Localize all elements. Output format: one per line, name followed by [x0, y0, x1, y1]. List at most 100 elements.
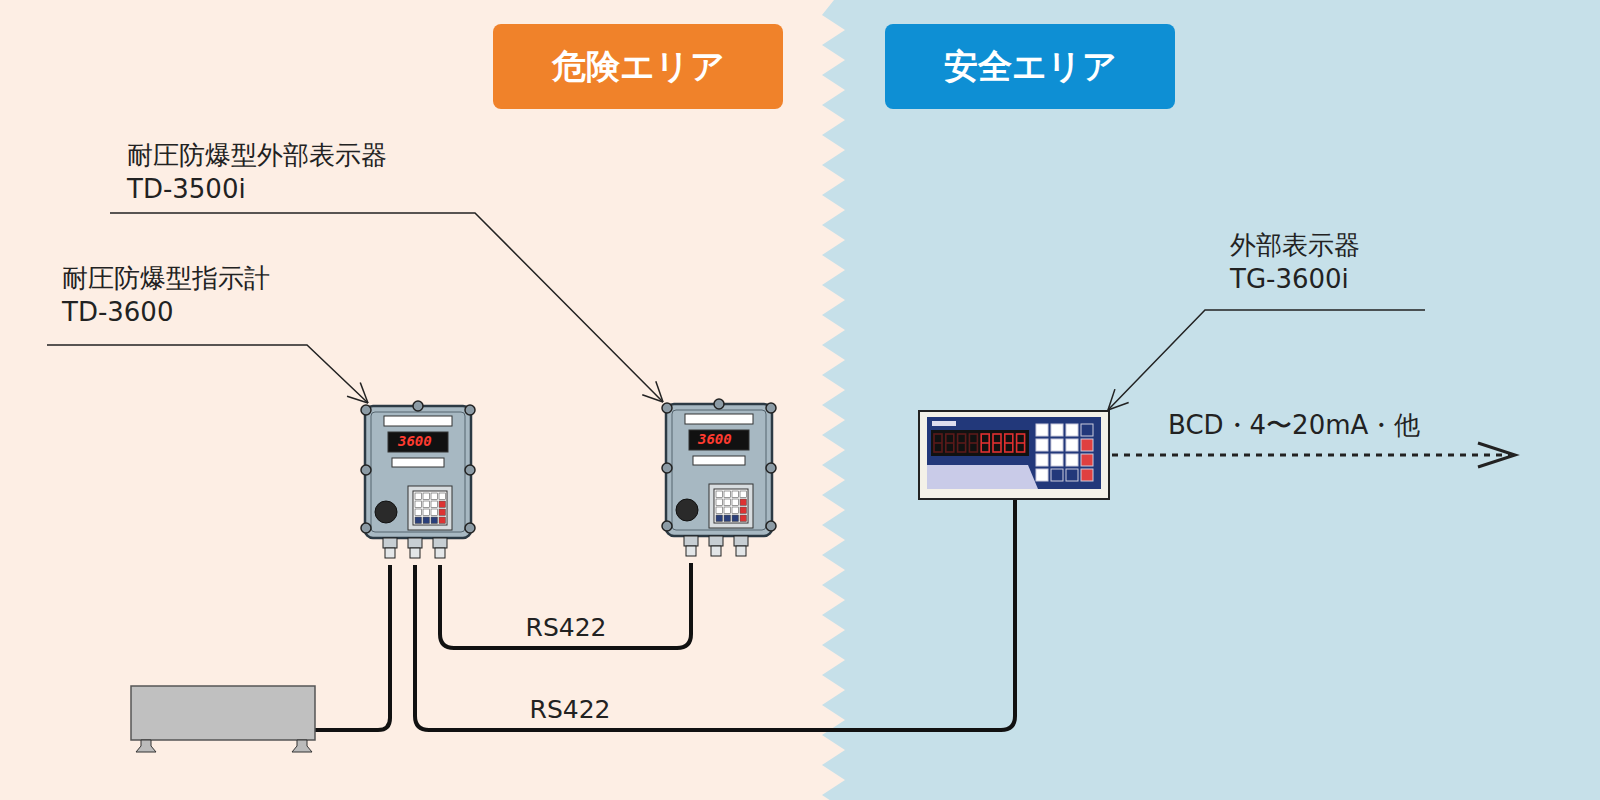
- device-part: [365, 406, 471, 538]
- device-part: [969, 442, 977, 444]
- weighing-scale: [131, 565, 390, 752]
- device-part: [465, 405, 475, 415]
- device-part: [361, 523, 371, 533]
- device-part: [433, 538, 447, 548]
- leader-lines: [47, 213, 1425, 410]
- device-part: [946, 434, 954, 452]
- device-part: [439, 493, 446, 500]
- device-part: [423, 509, 430, 516]
- device-part: [766, 463, 776, 473]
- display-digits: 3600: [398, 433, 432, 449]
- device-part: [423, 517, 430, 524]
- device-part: [439, 501, 446, 508]
- device-part: [384, 416, 452, 426]
- device-part: [734, 536, 748, 546]
- device-part: [423, 501, 430, 508]
- device-part: [932, 421, 956, 426]
- arrow-head: [1478, 443, 1515, 467]
- device-part: [732, 491, 739, 498]
- device-part: [993, 442, 1001, 444]
- leader-line: [1108, 310, 1425, 410]
- device-part: [1036, 469, 1048, 481]
- device-part: [927, 465, 1038, 489]
- device-part: [766, 403, 776, 413]
- device-part: [413, 491, 447, 525]
- dashed-line: [1112, 454, 1510, 457]
- device-part: [662, 463, 672, 473]
- display-digits: 3600: [698, 431, 732, 447]
- display-td3500i: 耐圧防爆型外部表示器 TD-3500i: [659, 398, 779, 563]
- device-part: [1005, 434, 1013, 452]
- device-part: [672, 410, 766, 530]
- scale-cable: [315, 565, 390, 730]
- device-part: [716, 515, 723, 522]
- device-part: [1081, 469, 1093, 481]
- callout-text: 耐圧防爆型外部表示器 TD-3500i: [127, 138, 403, 206]
- device-part: [415, 509, 422, 516]
- device-part: [766, 521, 776, 531]
- device-part: [1081, 439, 1093, 451]
- device-part: [439, 509, 446, 516]
- device-part: [685, 414, 753, 424]
- device-part: [724, 491, 731, 498]
- device-part: [385, 548, 395, 558]
- leader-arrow: [642, 395, 663, 402]
- device-part: [1005, 442, 1013, 444]
- leader-arrow: [656, 381, 663, 402]
- danger-area-tag: 危険エリア: [493, 24, 783, 109]
- device-part: [981, 442, 989, 444]
- device-part: [388, 432, 448, 452]
- device-part: [686, 546, 696, 556]
- device-part: [1081, 424, 1093, 436]
- device-part: [1036, 424, 1048, 436]
- device-part: [392, 458, 444, 467]
- display-tg3600i: 外部表示器 TG-3600i: [918, 410, 1110, 500]
- device-part: [732, 515, 739, 522]
- device-part: [1051, 454, 1063, 466]
- device-part: [413, 401, 423, 411]
- device-part: [958, 434, 966, 452]
- device-part: [431, 509, 438, 516]
- device-part: [946, 442, 954, 444]
- device-part: [435, 548, 445, 558]
- device-part: [934, 442, 942, 444]
- output-signal-label: BCD・4〜20mA・他: [1168, 408, 1420, 443]
- output-arrow: [1112, 443, 1515, 467]
- device-part: [714, 489, 748, 523]
- device-part: [709, 484, 753, 528]
- device-part: [740, 491, 747, 498]
- scale-foot: [292, 740, 312, 752]
- device-part: [724, 515, 731, 522]
- device-part: [693, 456, 745, 465]
- edge-label: RS422: [527, 695, 614, 724]
- safe-area-ground: [822, 0, 1600, 800]
- device-part: [993, 434, 1001, 452]
- device-part: [423, 493, 430, 500]
- device-part: [1036, 439, 1048, 451]
- device-drawing: [659, 398, 779, 563]
- device-part: [981, 434, 989, 452]
- device-part: [439, 517, 446, 524]
- device-part: [714, 399, 724, 409]
- device-part: [1017, 442, 1025, 444]
- device-part: [415, 501, 422, 508]
- device-part: [716, 507, 723, 514]
- area-title: 危険エリア: [552, 44, 725, 90]
- device-part: [724, 499, 731, 506]
- device-part: [408, 486, 452, 530]
- area-title: 安全エリア: [944, 44, 1117, 90]
- device-part: [732, 507, 739, 514]
- callout-text: 外部表示器 TG-3600i: [1230, 228, 1386, 296]
- device-part: [740, 515, 747, 522]
- device-part: [415, 493, 422, 500]
- leader-arrow: [347, 396, 368, 403]
- indicator-td3600: 耐圧防爆型指示計 TD-3600: [358, 400, 478, 565]
- device-part: [662, 403, 672, 413]
- leader-line: [47, 345, 368, 403]
- device-part: [689, 430, 749, 450]
